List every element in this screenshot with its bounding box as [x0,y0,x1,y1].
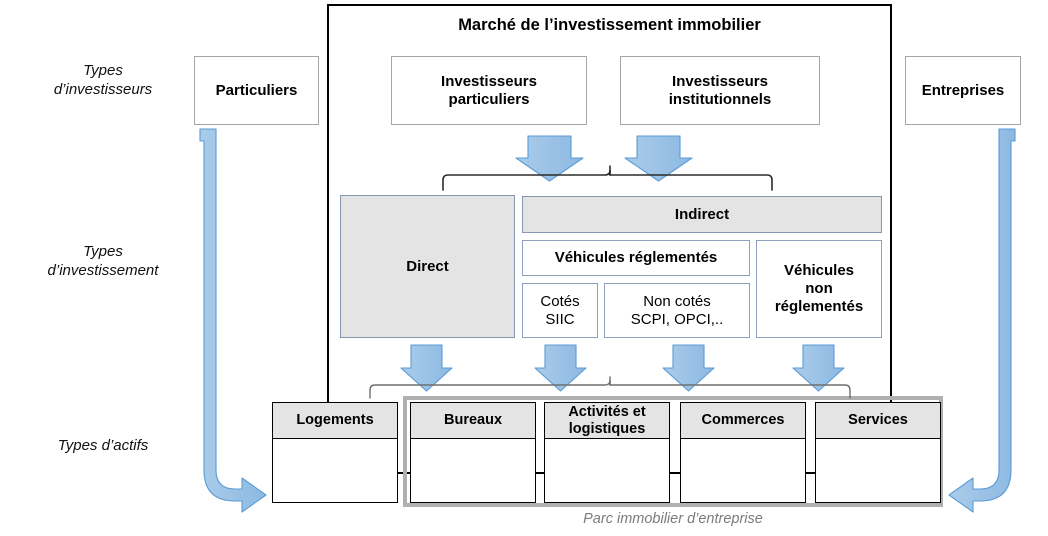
investment-box-vehicules-non-reglementes[interactable]: Véhicules non réglementés [756,240,882,338]
investor-label-particuliers: Investisseurs particuliers [441,72,537,108]
investment-label-vehicules-non-reglementes: Véhicules non réglementés [774,262,864,315]
asset-header-services: Services [816,403,940,439]
asset-header-commerces: Commerces [681,403,805,439]
asset-header-bureaux: Bureaux [411,403,535,439]
investment-label-indirect: Indirect [674,205,730,223]
row-label-types-actifs: Types d’actifs [57,437,149,454]
asset-body-bureaux [411,439,535,502]
investment-box-indirect[interactable]: Indirect [522,196,882,233]
row-label-types-investissement: Types d’investissement [47,243,159,279]
investment-label-direct: Direct [406,257,449,275]
investment-label-non-cotes: Non cotés SCPI, OPCI,.. [630,292,724,328]
investment-label-vehicules-reglementes: Véhicules réglementés [554,249,718,266]
asset-box-commerces[interactable]: Commerces [680,402,806,503]
arrow-particuliers-to-logements [199,128,267,513]
investment-label-cotes: Cotés SIIC [540,292,580,328]
asset-header-logements: Logements [273,403,397,439]
investment-box-cotes[interactable]: Cotés SIIC [522,283,598,338]
row-label-types-investisseurs: Types d’investisseurs [53,62,153,98]
asset-body-services [816,439,940,502]
actor-label-entreprises: Entreprises [921,81,1005,99]
page-title: Marché de l’investissement immobilier [458,16,761,34]
investment-box-non-cotes[interactable]: Non cotés SCPI, OPCI,.. [604,283,750,338]
investor-label-institutionnels: Investisseurs institutionnels [668,72,772,108]
asset-body-commerces [681,439,805,502]
actor-box-entreprises[interactable]: Entreprises [905,56,1021,125]
actor-label-particuliers: Particuliers [215,81,298,99]
asset-box-activites-logistiques[interactable]: Activités et logistiques [544,402,670,503]
asset-box-logements[interactable]: Logements [272,402,398,503]
asset-body-logements [273,439,397,502]
actor-box-particuliers[interactable]: Particuliers [194,56,319,125]
asset-body-activites-logistiques [545,439,669,502]
investment-box-vehicules-reglementes[interactable]: Véhicules réglementés [522,240,750,276]
asset-box-services[interactable]: Services [815,402,941,503]
asset-box-bureaux[interactable]: Bureaux [410,402,536,503]
parc-immobilier-caption: Parc immobilier d’entreprise [583,511,763,527]
arrow-entreprises-to-services [948,128,1016,513]
asset-header-activites-logistiques: Activités et logistiques [545,403,669,439]
investor-box-particuliers[interactable]: Investisseurs particuliers [391,56,587,125]
investment-box-direct[interactable]: Direct [340,195,515,338]
investor-box-institutionnels[interactable]: Investisseurs institutionnels [620,56,820,125]
